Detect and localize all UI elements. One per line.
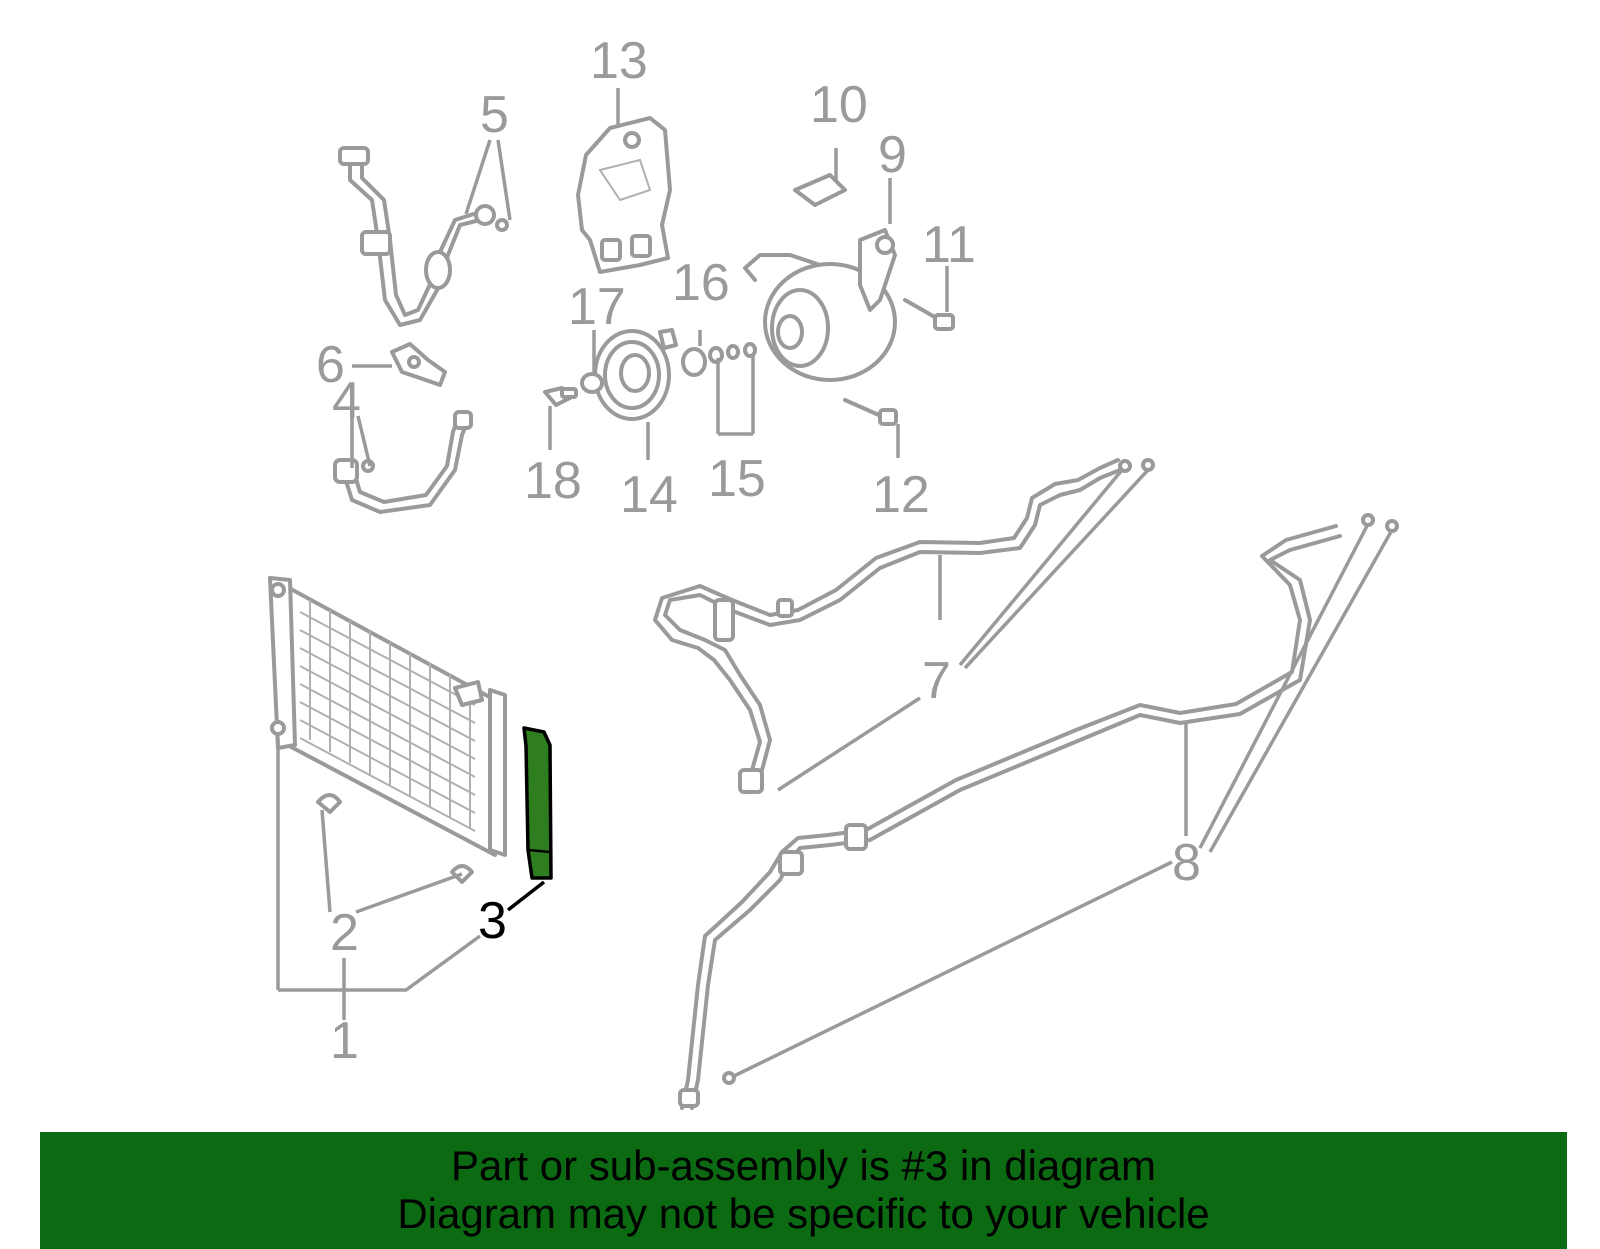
part-7-line bbox=[653, 458, 1155, 794]
callout-8: 8 bbox=[1172, 834, 1201, 892]
part-1-condenser bbox=[268, 576, 507, 857]
callout-11: 11 bbox=[922, 216, 976, 274]
info-banner: Part or sub-assembly is #3 in diagram Di… bbox=[40, 1132, 1567, 1249]
callout-6: 6 bbox=[316, 336, 345, 394]
callout-4: 4 bbox=[332, 372, 361, 430]
callout-14: 14 bbox=[620, 466, 678, 524]
banner-line-1: Part or sub-assembly is #3 in diagram bbox=[451, 1142, 1156, 1189]
compressor bbox=[743, 173, 955, 426]
callout-16: 16 bbox=[672, 254, 730, 312]
leader-lines bbox=[276, 88, 1394, 1078]
part-8-line bbox=[678, 513, 1399, 1110]
part-5-hose bbox=[338, 146, 509, 327]
part-3-shape bbox=[522, 726, 553, 880]
callout-7: 7 bbox=[922, 652, 951, 710]
callout-13: 13 bbox=[590, 32, 648, 90]
part-14-pulley bbox=[593, 328, 678, 421]
callout-5: 5 bbox=[480, 86, 509, 144]
part-3-highlighted bbox=[522, 726, 553, 880]
part-6-clamp bbox=[390, 342, 447, 387]
callout-2: 2 bbox=[330, 904, 359, 962]
callout-1: 1 bbox=[330, 1012, 359, 1070]
callout-9: 9 bbox=[878, 126, 907, 184]
banner-line-2: Diagram may not be specific to your vehi… bbox=[397, 1190, 1210, 1237]
callout-17: 17 bbox=[568, 278, 626, 336]
callout-12: 12 bbox=[872, 466, 930, 524]
part-17-18-bolt bbox=[543, 372, 604, 407]
callout-18: 18 bbox=[524, 452, 582, 510]
callout-labels: 13 5 10 9 11 16 17 6 4 18 14 15 12 7 8 3… bbox=[316, 32, 1201, 1070]
callout-10: 10 bbox=[810, 76, 868, 134]
callout-3: 3 bbox=[478, 892, 507, 950]
part-13-bracket bbox=[576, 116, 672, 274]
callout-15: 15 bbox=[708, 450, 766, 508]
part-4-hose bbox=[333, 410, 473, 514]
condenser-fins bbox=[299, 600, 476, 832]
part-15-16-seals bbox=[681, 342, 757, 377]
